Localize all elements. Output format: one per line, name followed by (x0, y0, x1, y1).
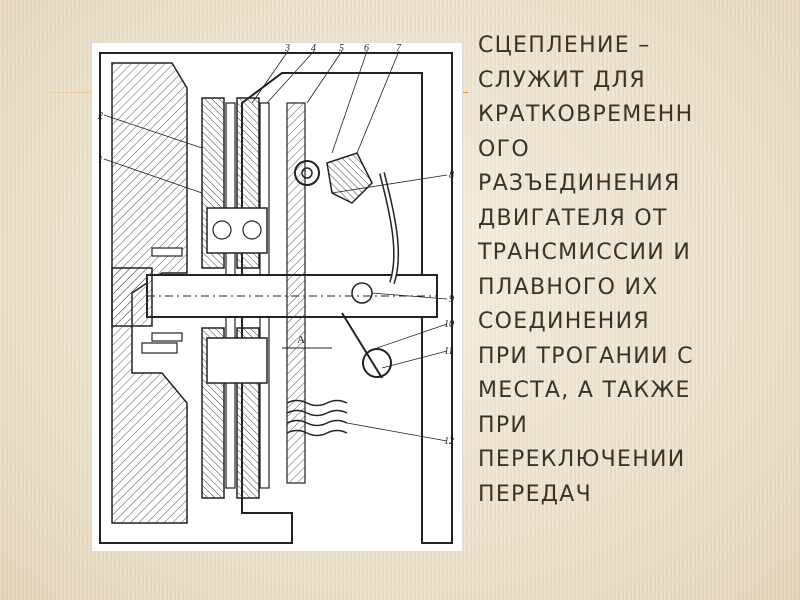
dimension-label: A (297, 334, 305, 346)
release-fork (341, 312, 383, 379)
callout-9: 9 (449, 294, 454, 305)
title-line: СЦЕПЛЕНИЕ – (478, 33, 651, 58)
title-line: ПРИ ТРОГАНИИ С (478, 343, 694, 369)
title-line: ТРАНСМИССИИ И (478, 240, 692, 265)
title-line: ПЛАВНОГО ИХ (478, 274, 659, 300)
title-line: ПРИ (478, 412, 529, 438)
hub-lower (206, 337, 268, 384)
callout-7: 7 (396, 43, 402, 54)
callout-3: 3 (284, 43, 290, 54)
title-line: ОГО (478, 136, 530, 162)
callout-4: 4 (311, 43, 316, 54)
callout-8: 8 (449, 170, 454, 181)
title-line: ДВИГАТЕЛЯ ОТ (478, 205, 668, 231)
title-line: СЛУЖИТ ДЛЯ (478, 67, 646, 93)
callout-11: 11 (444, 346, 453, 357)
bolt-2 (151, 332, 183, 342)
callout-6: 6 (364, 43, 369, 54)
clutch-diagram: A 1 2 3 4 5 6 7 8 9 10 (92, 43, 462, 551)
callout-12: 12 (444, 436, 454, 447)
clutch-drawing: A 1 2 3 4 5 6 7 8 9 10 (98, 43, 454, 544)
callout-10: 10 (444, 319, 454, 330)
release-lever (326, 152, 373, 204)
slide-text: СЦЕПЛЕНИЕ – СЛУЖИТ ДЛЯ КРАТКОВРЕМЕНН ОГО… (478, 29, 778, 512)
title-line: ПЕРЕДАЧ (478, 481, 593, 507)
release-bearing (362, 348, 392, 378)
spring-upper-1 (212, 220, 232, 240)
housing-wall (286, 102, 306, 484)
bolt-1 (151, 247, 183, 257)
flywheel-section (111, 62, 188, 524)
title-line: ПЕРЕКЛЮЧЕНИИ (478, 447, 686, 472)
hub-upper (206, 207, 268, 254)
title-line: РАЗЪЕДИНЕНИЯ (478, 171, 681, 196)
coil-spring (286, 399, 348, 437)
callout-2: 2 (98, 111, 103, 122)
bolt-3 (141, 342, 178, 354)
leader-lines (103, 50, 448, 442)
release-ring-upper-inner (301, 167, 313, 179)
pilot-bearing (111, 267, 153, 327)
title-line: МЕСТА, А ТАКЖЕ (478, 378, 691, 403)
title-line: КРАТКОВРЕМЕНН (478, 102, 694, 127)
release-ring-upper (294, 160, 320, 186)
callout-1: 1 (98, 155, 103, 166)
title-line: СОЕДИНЕНИЯ (478, 309, 650, 334)
callout-5: 5 (339, 43, 344, 54)
cable-core (380, 172, 398, 284)
slide-title: СЦЕПЛЕНИЕ – СЛУЖИТ ДЛЯ КРАТКОВРЕМЕНН ОГО… (478, 29, 778, 512)
spring-upper-2 (242, 220, 262, 240)
